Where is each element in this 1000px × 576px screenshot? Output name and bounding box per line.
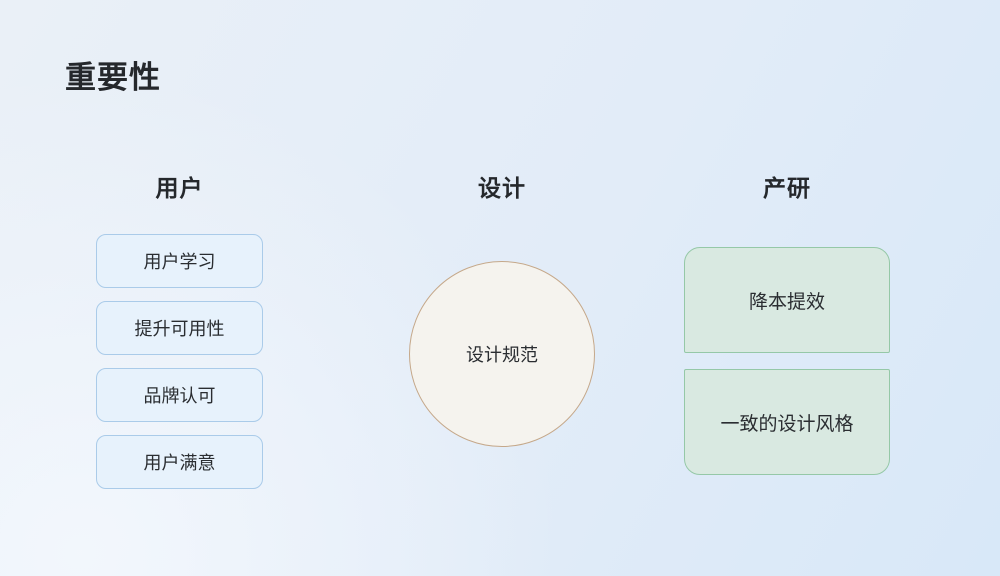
user-box-brand-recognition: 品牌认可 [96, 368, 263, 422]
column-header-product: 产研 [763, 175, 811, 201]
design-spec-circle-label: 设计规范 [466, 345, 538, 365]
user-box-learning: 用户学习 [96, 234, 263, 288]
design-spec-circle: 设计规范 [409, 261, 595, 447]
user-box-usability: 提升可用性 [96, 301, 263, 355]
product-box-cost-efficiency: 降本提效 [684, 247, 890, 353]
product-column-boxes: 降本提效 一致的设计风格 [684, 247, 890, 475]
slide-title: 重要性 [65, 60, 161, 95]
user-column-boxes: 用户学习 提升可用性 品牌认可 用户满意 [96, 234, 263, 489]
column-header-design: 设计 [478, 175, 526, 201]
product-box-consistent-style: 一致的设计风格 [684, 369, 890, 475]
column-header-user: 用户 [155, 175, 204, 201]
user-box-satisfaction: 用户满意 [96, 435, 263, 489]
